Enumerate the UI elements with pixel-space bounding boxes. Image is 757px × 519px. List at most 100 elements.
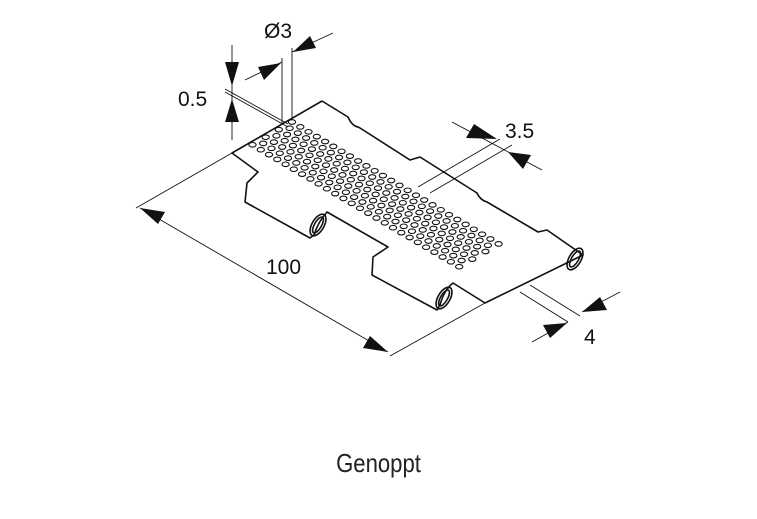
perforation-hole [453, 216, 462, 223]
perforation-hole [401, 193, 410, 200]
perforation-hole [416, 233, 425, 239]
perforation-hole [332, 160, 341, 167]
dimension-lines [135, 32, 621, 357]
perforation-hole [430, 249, 439, 255]
perforation-hole [363, 186, 372, 193]
perforation-hole [343, 159, 352, 166]
perforation-hole [261, 134, 270, 141]
perforation-hole [393, 212, 403, 219]
perforation-hole [331, 190, 340, 197]
perforation-hole [473, 243, 482, 250]
perforation-hole [366, 203, 375, 210]
perforation-hole [384, 183, 393, 190]
perforation-hole [374, 208, 384, 215]
perforation-hole [420, 197, 429, 203]
perforation-hole [273, 156, 282, 163]
dim-hole-pitch: 3.5 [505, 120, 534, 143]
perforation-hole [322, 185, 332, 192]
perforation-hole [304, 128, 313, 135]
perforation-hole [256, 146, 265, 153]
perforation-hole [299, 141, 308, 148]
perforation-hole [469, 226, 478, 233]
perforation-hole [313, 157, 322, 164]
perforation-hole [360, 192, 370, 199]
perforation-hole [437, 230, 446, 237]
plate-outline [231, 100, 584, 311]
perforation-hole [438, 254, 447, 260]
perforation-hole [339, 195, 348, 202]
perforation-hole [464, 238, 474, 245]
perforation-hole [455, 263, 464, 270]
perforation-hole [344, 183, 353, 189]
perforation-hole [281, 161, 290, 168]
perforation-hole [396, 206, 405, 212]
perforation-hole [411, 192, 421, 199]
perforation-hole [275, 150, 284, 157]
perforation-hole [371, 191, 380, 198]
perforation-hole [327, 173, 336, 180]
perforation-hole [280, 137, 289, 144]
perforation-hole [404, 211, 413, 217]
perforation-hole [340, 165, 350, 172]
perforation-hole [349, 194, 359, 200]
perforation-hole [289, 166, 298, 173]
perforation-hole [387, 177, 396, 184]
perforation-hole [297, 171, 307, 177]
perforation-hole [456, 234, 465, 240]
perforation-hole [387, 201, 397, 207]
perforation-hole [325, 179, 334, 186]
perforation-hole [415, 209, 424, 216]
perforation-hole [379, 196, 388, 203]
perforation-hole [383, 213, 392, 220]
perforation-hole [297, 147, 306, 154]
perforation-hole [475, 237, 484, 244]
perforation-hole [373, 185, 383, 191]
perforation-hole [341, 189, 351, 196]
perforation-hole [461, 221, 470, 228]
perforation-hole [368, 174, 377, 180]
perforation-hole [376, 179, 385, 185]
perforation-hole [425, 208, 435, 214]
perforation-hole [310, 140, 319, 146]
perforation-hole [311, 163, 320, 170]
perforation-hole [418, 227, 427, 233]
perforation-hole [443, 241, 452, 248]
perforation-hole [292, 160, 301, 166]
perforation-hole [296, 124, 305, 130]
perforation-hole [436, 206, 445, 213]
perforation-hole [399, 223, 408, 230]
perforation-hole [272, 132, 281, 139]
perforation-hole [378, 172, 388, 179]
perforation-hole [413, 239, 422, 246]
perforation-hole [398, 199, 407, 206]
caption: Genoppt [336, 448, 421, 478]
perforation-hole [377, 202, 386, 209]
perforation-hole [428, 202, 437, 208]
perforation-hole [406, 204, 416, 211]
perforation-hole [301, 135, 311, 141]
perforation-hole [307, 146, 317, 152]
perforation-hole [326, 149, 336, 156]
perforation-hole [305, 152, 314, 159]
perforation-hole [274, 126, 283, 133]
perforation-hole [449, 252, 458, 259]
perforation-hole [445, 235, 455, 242]
perforation-hole [439, 224, 449, 230]
perforation-hole [426, 231, 436, 238]
perforation-hole [385, 207, 394, 214]
perforation-hole [483, 242, 493, 249]
perforation-hole [300, 164, 309, 171]
perforation-hole [380, 219, 389, 226]
perforation-hole [335, 178, 345, 184]
perforation-hole [362, 163, 371, 169]
perforation-hole [410, 222, 419, 228]
perforation-hole [454, 240, 463, 246]
perforation-hole [351, 164, 360, 171]
perforation-hole [370, 167, 379, 174]
perforation-hole [388, 224, 398, 231]
perforation-hole [306, 176, 315, 182]
perforation-hole [353, 158, 363, 164]
perforation-hole [308, 169, 317, 176]
perforation-hole [451, 246, 460, 253]
